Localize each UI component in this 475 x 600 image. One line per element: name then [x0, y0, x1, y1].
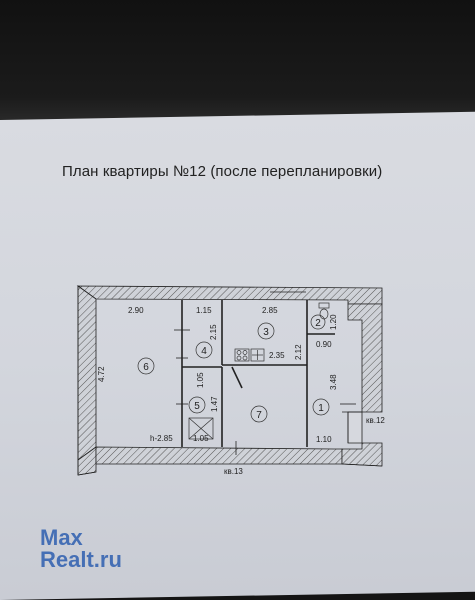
dim-1-20: 1.20: [329, 314, 338, 330]
room-marker-7: 7: [250, 405, 268, 423]
room-number-7: 7: [256, 410, 262, 421]
dim-2-15: 2.15: [209, 324, 218, 340]
toilet-icon: [318, 302, 330, 320]
watermark-line-2: Realt.ru: [40, 547, 122, 572]
outer-walls: [76, 285, 383, 476]
neighbor-kv12: кв.12: [366, 416, 385, 425]
watermark-line-1: Max: [40, 525, 83, 550]
room-number-4: 4: [201, 346, 207, 357]
dim-2-90: 2.90: [128, 306, 144, 315]
dark-background: [0, 0, 475, 122]
dim-3-48: 3.48: [329, 374, 338, 390]
dim-1-05-horizontal: 1.05: [193, 434, 209, 443]
room-number-2: 2: [315, 318, 321, 329]
room-marker-4: 4: [195, 341, 213, 359]
room-marker-3: 3: [257, 322, 275, 340]
room-number-1: 1: [318, 403, 324, 414]
room-number-6: 6: [143, 362, 149, 373]
room-number-3: 3: [263, 327, 269, 338]
dim-2-12: 2.12: [294, 344, 303, 360]
watermark-logo: Max Realt.ru: [40, 527, 122, 571]
dim-1-10: 1.10: [316, 435, 332, 444]
dim-4-72: 4.72: [97, 366, 106, 382]
neighbor-kv13: кв.13: [224, 467, 243, 476]
door-marks: [174, 291, 356, 455]
room-marker-6: 6: [137, 357, 155, 375]
sink-icon: [250, 348, 265, 362]
interior-partitions: [181, 300, 335, 447]
dim-1-15: 1.15: [196, 306, 212, 315]
room-number-5: 5: [194, 401, 200, 412]
outer-contour: [77, 286, 383, 476]
dim-1-47: 1.47: [210, 396, 219, 412]
room-marker-2: 2: [310, 314, 326, 330]
dim-0-90: 0.90: [316, 340, 332, 349]
shower-tray-icon: [188, 417, 214, 440]
dim-1-05-vertical: 1.05: [196, 372, 205, 388]
dim-2-35: 2.35: [269, 351, 285, 360]
stove-icon: [234, 348, 250, 362]
plan-title: План квартиры №12 (после перепланировки): [62, 163, 383, 180]
ceiling-height: h-2.85: [150, 434, 173, 443]
dim-2-85-top: 2.85: [262, 306, 278, 315]
room-marker-1: 1: [312, 398, 330, 416]
room-marker-5: 5: [188, 396, 206, 414]
